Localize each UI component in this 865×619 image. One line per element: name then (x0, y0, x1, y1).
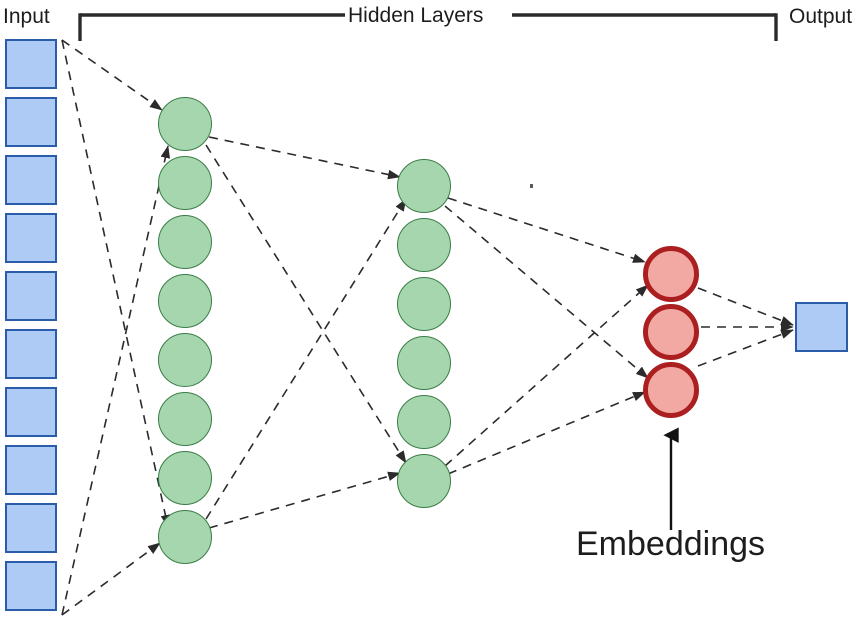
hidden-2-node-1[interactable] (397, 159, 451, 213)
embedding-node-1[interactable] (643, 246, 699, 302)
hidden-1-node-8[interactable] (158, 510, 212, 564)
edge-hidden2-bottom-to-embed-bottom (447, 391, 646, 475)
input-node-5[interactable] (5, 271, 57, 321)
embedding-node-2[interactable] (643, 304, 699, 360)
input-node-10[interactable] (5, 561, 57, 611)
edge-input-top-to-hidden1-top (61, 39, 163, 111)
edge-embed-bottom-to-output (697, 329, 794, 367)
edge-hidden2-bottom-to-embed-top (444, 284, 649, 467)
hidden-layers-label: Hidden Layers (348, 4, 484, 27)
input-node-7[interactable] (5, 387, 57, 437)
input-node-6[interactable] (5, 329, 57, 379)
hidden-1-node-2[interactable] (158, 156, 212, 210)
input-label: Input (3, 5, 50, 28)
stray-mark (530, 184, 533, 188)
input-node-9[interactable] (5, 503, 57, 553)
hidden-1-node-6[interactable] (158, 392, 212, 446)
hidden-1-node-3[interactable] (158, 215, 212, 269)
hidden-1-node-4[interactable] (158, 274, 212, 328)
hidden-2-node-3[interactable] (397, 277, 451, 331)
embeddings-label: Embeddings (576, 525, 766, 563)
hidden-2-node-4[interactable] (397, 336, 451, 390)
embedding-node-3[interactable] (643, 362, 699, 418)
hidden-2-node-5[interactable] (397, 395, 451, 449)
hidden-2-node-6[interactable] (397, 454, 451, 508)
input-node-2[interactable] (5, 97, 57, 147)
edge-hidden1-bottom-to-hidden2-top (205, 198, 407, 520)
output-label: Output (789, 5, 853, 28)
input-node-4[interactable] (5, 213, 57, 263)
hidden-1-node-5[interactable] (158, 333, 212, 387)
input-node-1[interactable] (5, 39, 57, 89)
edge-hidden2-top-to-embed-bottom (444, 205, 649, 379)
hidden-layers-bracket (78, 13, 778, 41)
edge-embed-top-to-output (697, 287, 794, 326)
edge-input-top-to-hidden1-bottom (61, 39, 171, 528)
hidden-2-node-2[interactable] (397, 218, 451, 272)
edge-hidden2-top-to-embed-top (447, 197, 646, 263)
edge-hidden1-bottom-to-hidden2-bottom (208, 471, 401, 529)
connection-lines (61, 39, 794, 616)
input-node-8[interactable] (5, 445, 57, 495)
output-node[interactable] (795, 302, 848, 352)
edge-input-bottom-to-hidden1-bottom (61, 542, 161, 616)
hidden-1-node-7[interactable] (158, 451, 212, 505)
edge-input-bottom-to-hidden1-top (61, 145, 171, 616)
edge-hidden1-top-to-hidden2-bottom (205, 144, 407, 464)
hidden-1-node-1[interactable] (158, 97, 212, 151)
input-node-3[interactable] (5, 155, 57, 205)
edge-hidden1-top-to-hidden2-top (208, 136, 401, 180)
